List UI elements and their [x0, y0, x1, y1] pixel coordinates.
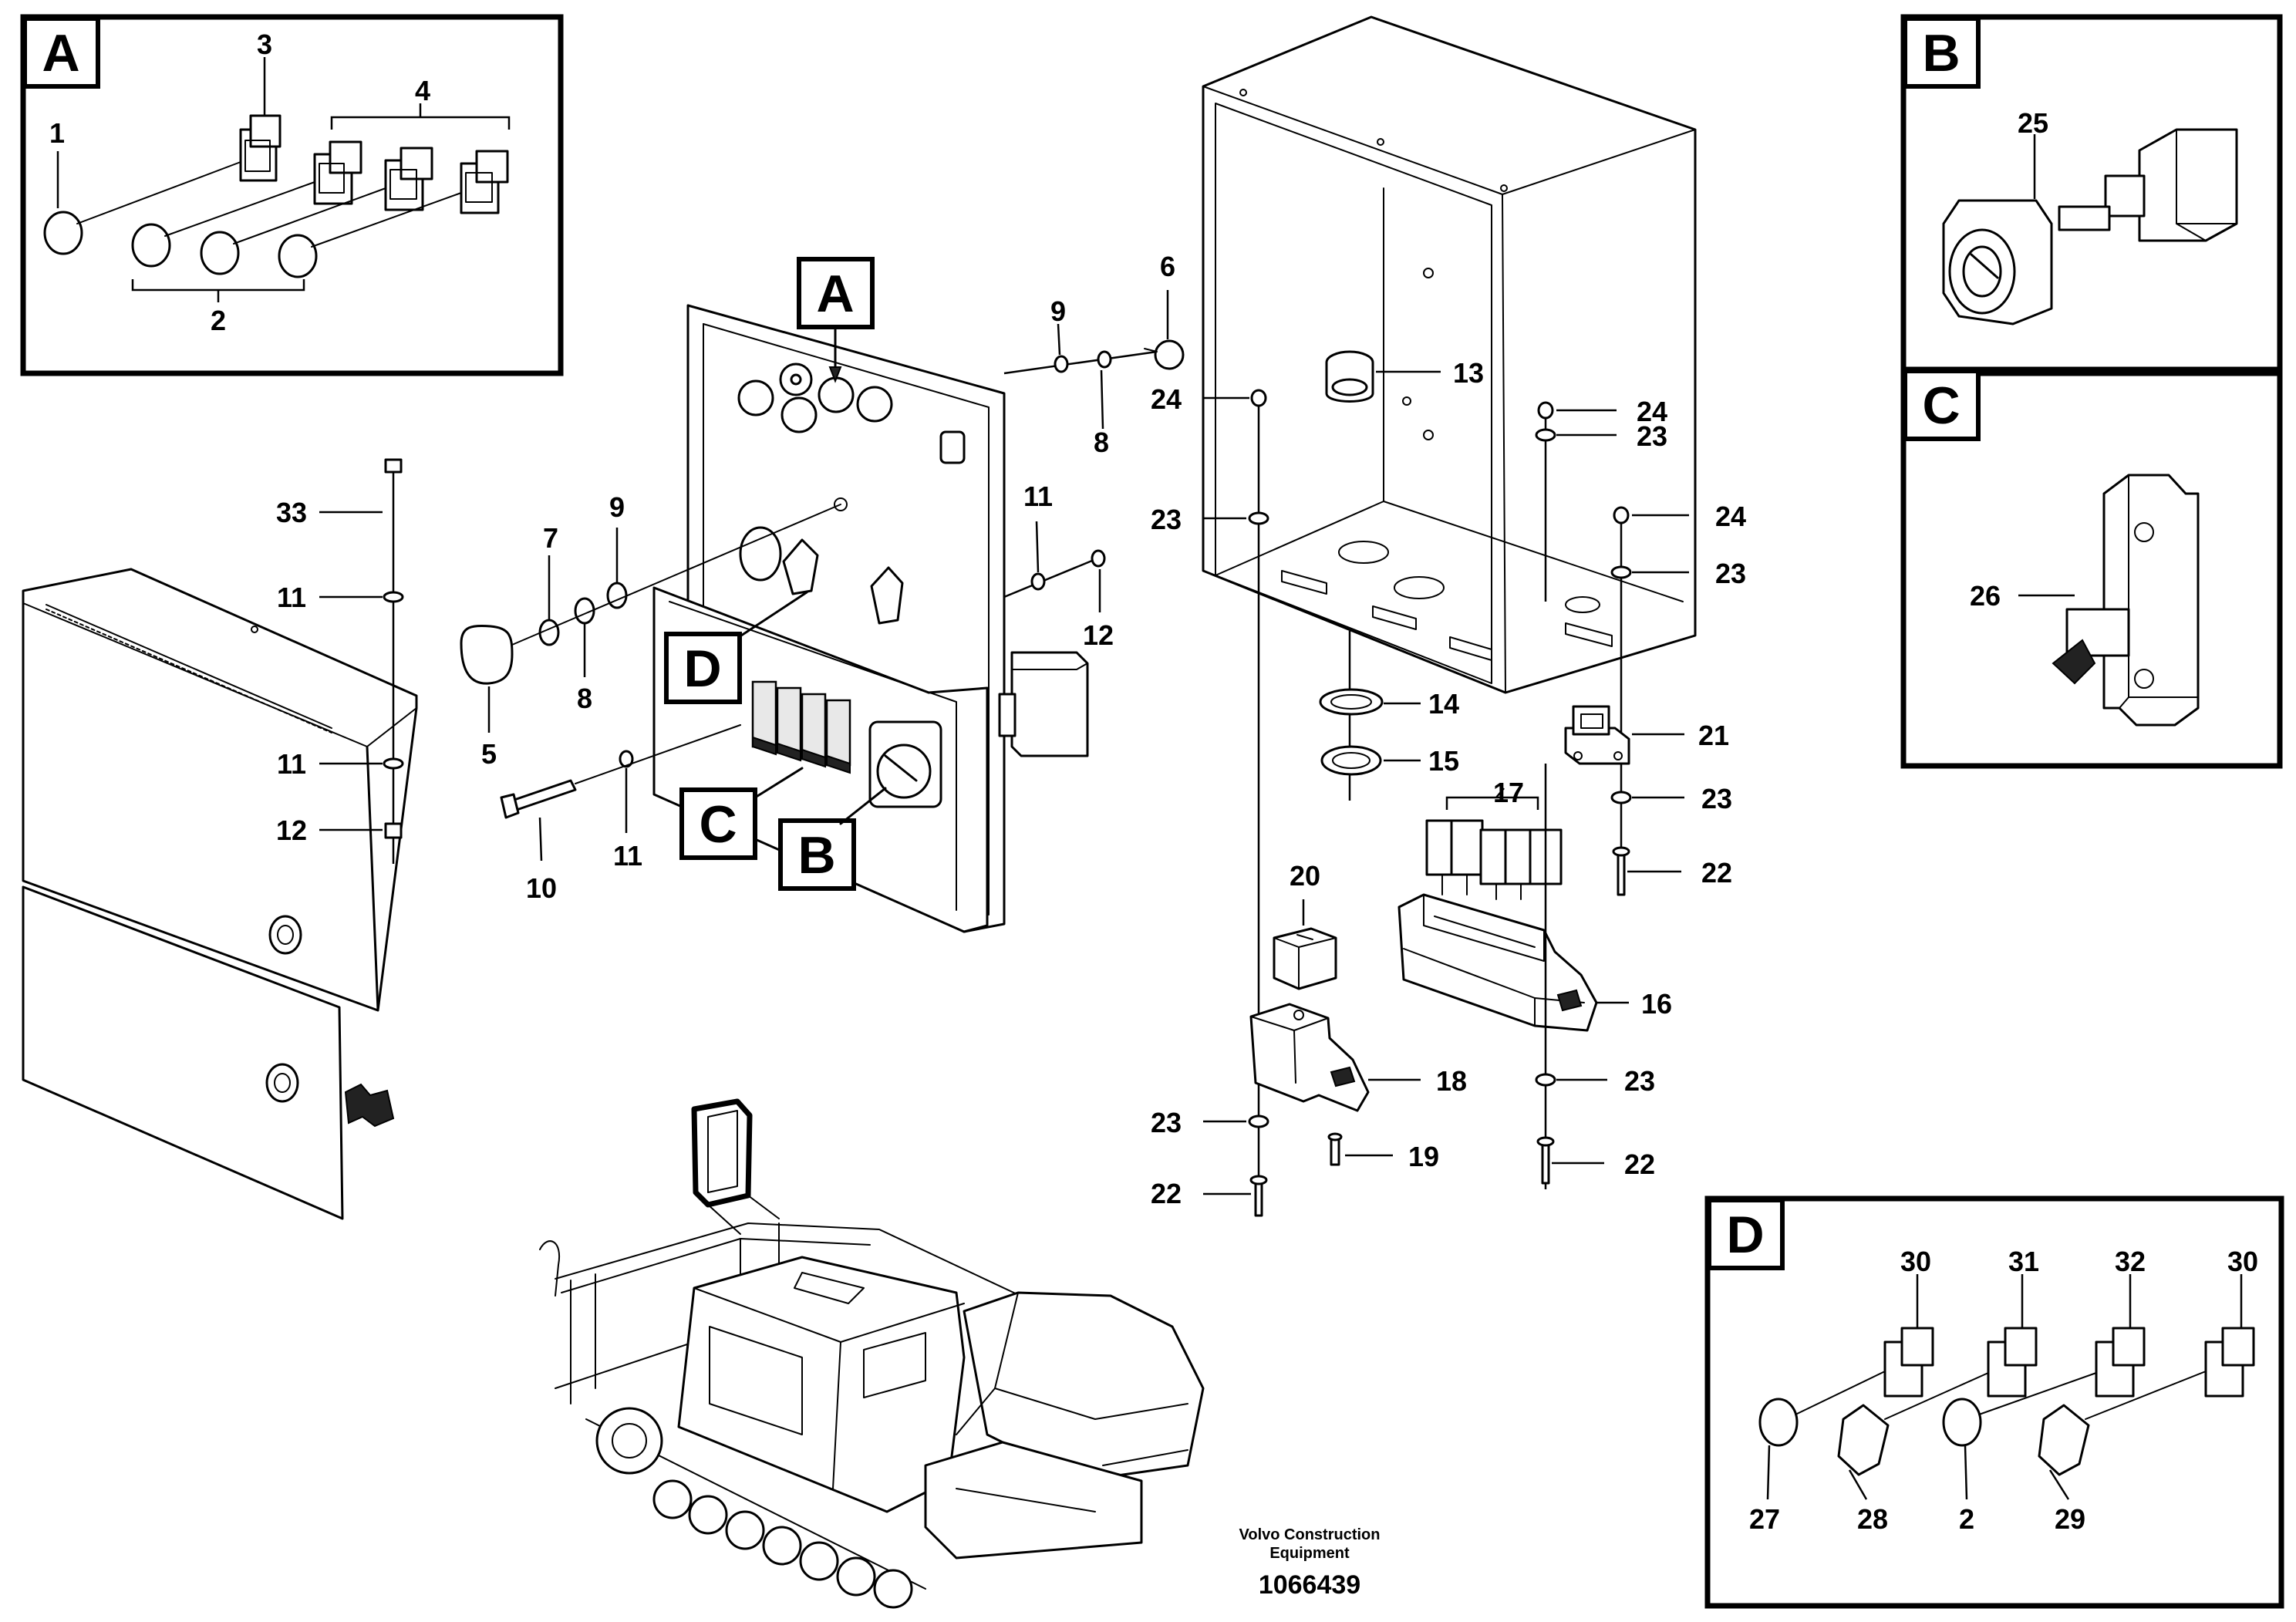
lamp-2c	[278, 234, 318, 278]
panel-tag-c: C	[699, 795, 737, 854]
callout-18: 18	[1436, 1065, 1467, 1097]
callout-24-left: 24	[1151, 383, 1182, 415]
relay-20	[1273, 927, 1337, 990]
detail-d-tag: D	[1726, 1206, 1764, 1264]
callout-21: 21	[1698, 720, 1729, 751]
callout-8-left: 8	[577, 683, 592, 714]
relay-socket-16	[1397, 893, 1598, 1032]
callout-22-right-top: 22	[1701, 857, 1732, 889]
enclosure-box	[1202, 15, 1697, 694]
relay-set-17	[1425, 819, 1563, 900]
switch-29	[2038, 1404, 2090, 1476]
brand-line-2: Equipment	[1269, 1545, 1350, 1562]
callout-30-a: 30	[1900, 1246, 1931, 1277]
callout-11-door-top: 11	[277, 582, 306, 613]
callout-23-right-mid: 23	[1715, 558, 1746, 589]
selector-switch-25	[1942, 128, 2238, 325]
callout-12-door: 12	[276, 814, 307, 846]
callout-2-a: 2	[211, 305, 226, 336]
callout-8-right: 8	[1094, 427, 1109, 458]
callout-12-panel: 12	[1083, 619, 1114, 651]
callout-6: 6	[1160, 251, 1175, 282]
panel-tag-b: B	[797, 826, 835, 885]
lamp-holder-31	[1987, 1327, 2038, 1398]
callout-23-right-bottom: 23	[1624, 1065, 1655, 1097]
lamp-1	[43, 211, 83, 255]
callout-19: 19	[1408, 1141, 1439, 1172]
callout-9-left: 9	[609, 491, 625, 523]
callout-20: 20	[1290, 860, 1320, 892]
detail-a-panel: A	[20, 14, 564, 376]
callout-23-left-top: 23	[1151, 504, 1182, 535]
callout-28: 28	[1857, 1503, 1888, 1535]
lamp-27	[1758, 1398, 1799, 1447]
cabinet-door	[22, 458, 418, 1220]
callout-31: 31	[2008, 1246, 2039, 1277]
callout-30-b: 30	[2227, 1246, 2258, 1277]
callout-11-panel: 11	[1023, 481, 1053, 512]
callout-10: 10	[526, 872, 557, 904]
callout-4: 4	[415, 75, 430, 106]
callout-23-right-low: 23	[1701, 783, 1732, 814]
callout-11-door-bottom: 11	[277, 748, 306, 780]
circuit-breaker-26	[2052, 474, 2200, 727]
panel-tag-d: D	[683, 639, 721, 698]
relay-socket-18	[1249, 1003, 1370, 1112]
callout-22-left: 22	[1151, 1178, 1182, 1209]
detail-c-panel: C 26	[1900, 366, 2283, 769]
callout-2-d: 2	[1959, 1503, 1974, 1535]
callout-5: 5	[481, 738, 497, 770]
lamp-holder-3	[239, 114, 282, 182]
lamp-6	[1154, 339, 1185, 370]
callout-14: 14	[1428, 688, 1459, 720]
callout-23-right-top: 23	[1637, 420, 1667, 452]
callout-9-right: 9	[1050, 295, 1066, 327]
callout-32: 32	[2115, 1246, 2146, 1277]
callout-11-screw: 11	[613, 840, 642, 872]
callout-26: 26	[1970, 580, 2001, 612]
callout-23-left-bottom: 23	[1151, 1107, 1182, 1138]
lamp-2a	[131, 223, 171, 268]
lamp-13	[1325, 350, 1374, 403]
connector-21	[1564, 705, 1630, 765]
panel-tag-a: A	[816, 265, 854, 323]
callout-3: 3	[257, 29, 272, 60]
callout-29: 29	[2055, 1503, 2085, 1535]
drawing-number: 1066439	[1259, 1570, 1360, 1600]
lamp-holder-30b	[2204, 1327, 2255, 1398]
callout-25: 25	[2018, 107, 2048, 139]
washer-14	[1319, 688, 1384, 716]
lamp-holder-4a	[313, 140, 362, 205]
nut-15	[1320, 745, 1382, 776]
callout-1: 1	[49, 117, 65, 149]
switch-28	[1837, 1404, 1890, 1476]
detail-c-tag: C	[1922, 376, 1960, 435]
lamp-holder-4b	[384, 147, 433, 211]
callout-13: 13	[1453, 357, 1484, 389]
callout-24-right-top: 24	[1637, 396, 1667, 427]
lamp-2-d	[1942, 1398, 1982, 1447]
lamp-holder-30a	[1883, 1327, 1934, 1398]
callout-24-right-mid: 24	[1715, 501, 1746, 532]
callout-16: 16	[1641, 988, 1672, 1020]
lamp-holder-4c	[460, 150, 509, 214]
detail-b-panel: B 25	[1900, 14, 2283, 376]
callout-7: 7	[543, 522, 558, 554]
callout-33: 33	[276, 497, 307, 528]
callout-27: 27	[1749, 1503, 1780, 1535]
detail-b-tag: B	[1922, 24, 1960, 83]
paver-machine-illustration	[539, 1098, 1205, 1609]
callout-15: 15	[1428, 745, 1459, 777]
lamp-5	[460, 624, 514, 685]
detail-d-panel: D	[1704, 1195, 2284, 1609]
detail-a-tag: A	[42, 24, 79, 83]
brand-line-1: Volvo Construction	[1239, 1526, 1381, 1543]
lamp-2b	[200, 231, 240, 275]
lamp-holder-32	[2095, 1327, 2146, 1398]
callout-17: 17	[1493, 777, 1524, 808]
callout-22-right-bottom: 22	[1624, 1148, 1655, 1180]
